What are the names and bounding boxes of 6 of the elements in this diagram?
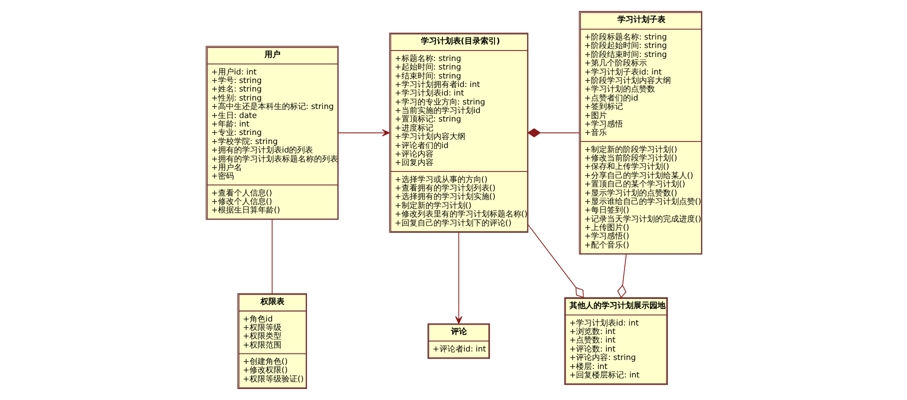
connector [271,219,272,294]
connector [616,254,626,298]
connector [527,224,584,298]
connector [526,128,580,138]
arrow [338,129,390,136]
arrow [454,232,462,324]
